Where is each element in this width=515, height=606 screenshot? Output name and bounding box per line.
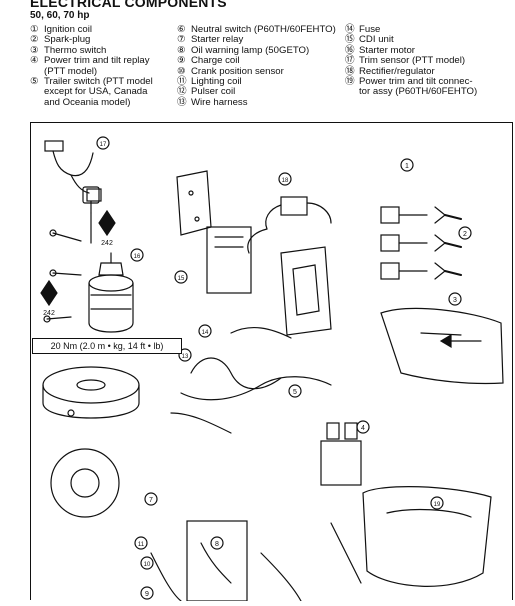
legend-item: except for USA, Canada	[44, 86, 148, 98]
svg-text:8: 8	[215, 541, 219, 548]
loctite-symbol: 242	[98, 209, 116, 247]
svg-text:18: 18	[282, 178, 289, 184]
svg-text:2: 2	[463, 231, 467, 238]
lower-cowling	[362, 486, 492, 587]
callout-18: 18	[278, 172, 292, 186]
svg-text:10: 10	[144, 562, 151, 568]
page-title: ELECTRICAL COMPONENTS	[30, 0, 227, 10]
svg-text:4: 4	[361, 425, 365, 432]
callout-7: 7	[144, 492, 158, 506]
cdi-unit	[206, 226, 252, 294]
svg-text:A: A	[467, 331, 473, 340]
callout-15: 15	[174, 270, 188, 284]
callout-1: 1	[400, 158, 414, 172]
callout-10: 10	[140, 556, 154, 570]
callout-8: 8	[210, 536, 224, 550]
callout-9: 9	[140, 586, 154, 600]
bracket-plate	[176, 170, 212, 236]
bottom-wiring	[150, 522, 362, 602]
svg-text:5: 5	[293, 389, 297, 396]
callout-19: 19	[430, 496, 444, 510]
svg-text:15: 15	[178, 276, 185, 282]
svg-text:16: 16	[134, 254, 141, 260]
exploded-diagram: 242 242	[30, 122, 513, 602]
callout-2: 2	[458, 226, 472, 240]
callout-11: 11	[134, 536, 148, 550]
arrow-a: A	[439, 331, 482, 349]
svg-text:19: 19	[434, 502, 441, 508]
flywheel	[42, 366, 140, 419]
engine-block	[380, 307, 504, 385]
callout-3: 3	[448, 292, 462, 306]
svg-text:14: 14	[202, 330, 209, 336]
legend-item: and Oceania model)	[44, 96, 131, 108]
callout-4: 4	[356, 420, 370, 434]
oil-warning-lamp-box	[186, 520, 248, 602]
legend-item: tor assy (P60TH/60FEHTO)	[359, 86, 478, 98]
svg-text:17: 17	[100, 142, 107, 148]
stator	[50, 448, 120, 518]
svg-text:3: 3	[453, 297, 457, 304]
bolts	[43, 229, 82, 323]
legend-item: (PTT model)	[44, 65, 98, 77]
diagram-drawing: 242 242	[40, 136, 504, 602]
svg-text:9: 9	[145, 591, 149, 598]
loctite-symbol: 242	[40, 279, 58, 317]
relay-assembly	[320, 422, 362, 486]
spark-plugs	[444, 214, 462, 276]
mounting-plate	[280, 246, 332, 336]
rectifier-regulator	[247, 196, 332, 254]
callout-14: 14	[198, 324, 212, 338]
ignition-coils	[380, 206, 446, 280]
torque-spec-box: 20 Nm (2.0 m • kg, 14 ft • lb)	[32, 338, 182, 354]
callout-16: 16	[130, 248, 144, 262]
svg-text:1: 1	[405, 163, 409, 170]
starter-motor	[88, 252, 134, 333]
callout-5: 5	[288, 384, 302, 398]
trim-sensor	[44, 140, 102, 214]
callout-17: 17	[96, 136, 110, 150]
page-subtitle: 50, 60, 70 hp	[30, 10, 90, 21]
connector-plug	[82, 186, 100, 244]
callout-13: 13	[178, 348, 192, 362]
svg-text:11: 11	[138, 542, 145, 548]
svg-text:242: 242	[43, 310, 55, 317]
svg-text:242: 242	[101, 240, 113, 247]
svg-text:13: 13	[182, 354, 189, 360]
wire-harness	[170, 327, 332, 434]
svg-text:7: 7	[149, 497, 153, 504]
